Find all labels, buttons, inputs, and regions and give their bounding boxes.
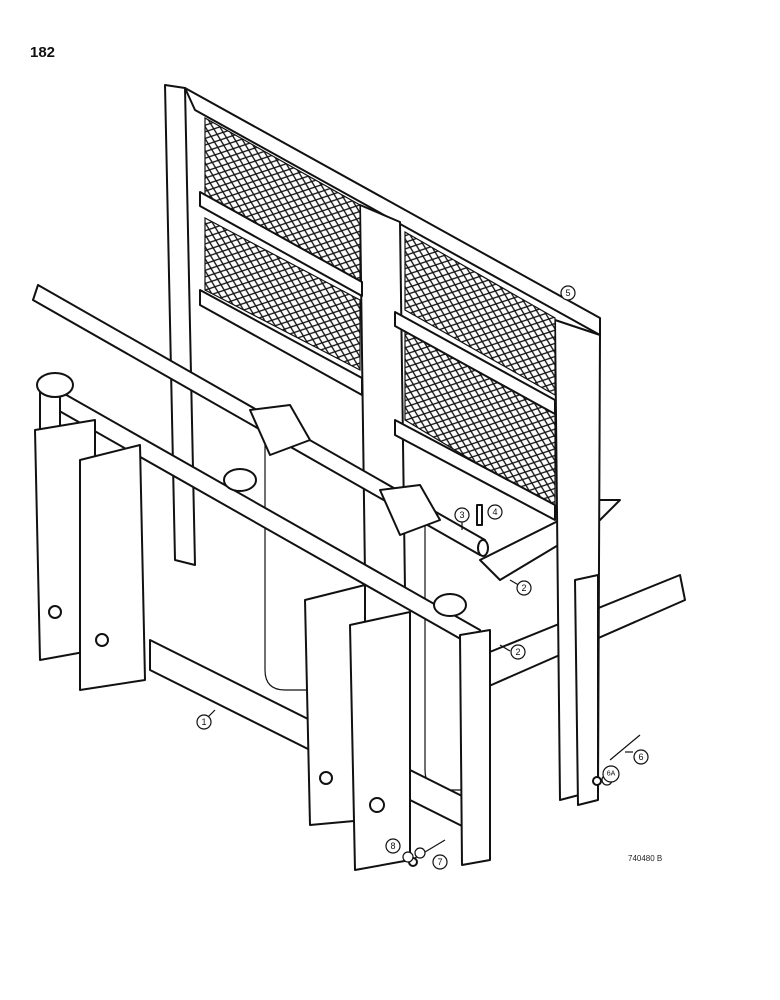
- callout-3: 3: [454, 507, 470, 530]
- figure-code: 740480 B: [628, 854, 663, 863]
- pivot-shaft: [32, 284, 489, 557]
- svg-text:2: 2: [521, 583, 526, 593]
- callout-2: 2: [499, 644, 526, 660]
- callout-8: 8: [385, 838, 414, 863]
- mesh-panel: [404, 230, 556, 397]
- callout-5: 5: [560, 285, 576, 301]
- svg-text:6A: 6A: [607, 771, 616, 778]
- callout-7: 7: [414, 847, 448, 870]
- page-number: 182: [30, 44, 56, 61]
- callout-6a: 6A: [601, 765, 620, 786]
- svg-text:1: 1: [201, 717, 206, 727]
- svg-text:7: 7: [437, 857, 442, 867]
- svg-text:2: 2: [515, 647, 520, 657]
- callout-4: 4: [476, 504, 503, 526]
- svg-text:3: 3: [459, 510, 464, 520]
- mesh-panel: [204, 217, 361, 371]
- callout-1: 1: [196, 709, 216, 730]
- svg-text:6: 6: [638, 752, 643, 762]
- carriage-frame: [34, 372, 641, 871]
- svg-text:4: 4: [492, 507, 497, 517]
- svg-text:5: 5: [565, 288, 570, 298]
- callout-6: 6: [625, 749, 649, 765]
- svg-text:8: 8: [390, 841, 395, 851]
- callout-2: 2: [509, 579, 532, 596]
